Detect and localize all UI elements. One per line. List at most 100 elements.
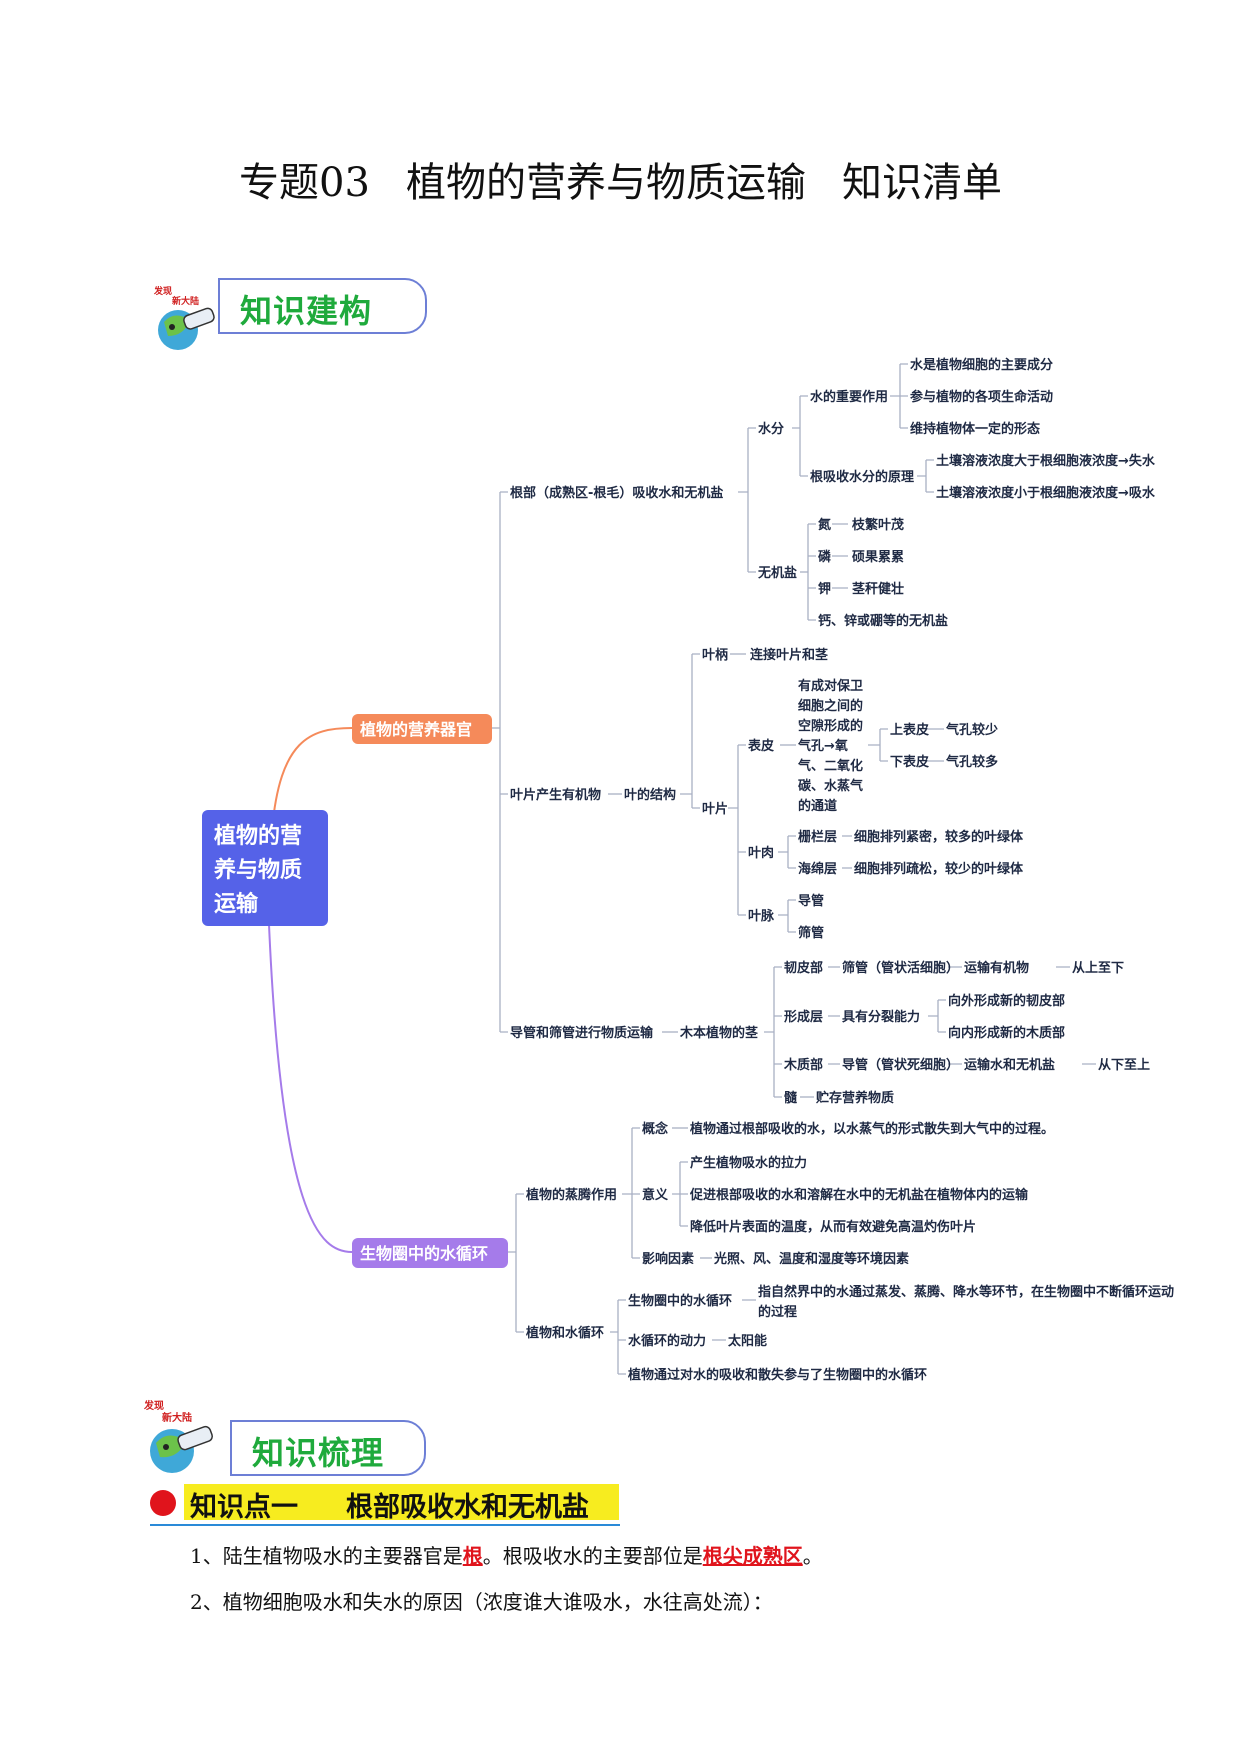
mm-water-role: 水的重要作用 xyxy=(810,389,888,405)
paragraph-2: 2、植物细胞吸水和失水的原因（浓度谁大谁吸水，水往高处流）： xyxy=(190,1590,773,1614)
mm-stoma-line-6: 碳、水蒸气 xyxy=(798,778,863,794)
mm-xylem-1: 导管（管状死细胞） xyxy=(842,1057,959,1073)
mm-cambium-2: 向外形成新的韧皮部 xyxy=(948,993,1065,1009)
svg-text:发现: 发现 xyxy=(143,1399,164,1412)
page-title: 专题03 植物的营养与物质运输知识清单 xyxy=(0,150,1241,208)
mm-bio-cycle: 生物圈中的水循环 xyxy=(628,1293,732,1309)
mm-bio-cycle-line-2: 的过程 xyxy=(758,1304,797,1320)
mm-woody-stem: 木本植物的茎 xyxy=(679,1025,758,1041)
mm-epidermis: 表皮 xyxy=(747,738,774,754)
paragraph-1-suffix: 。 xyxy=(802,1544,823,1568)
section-header-review: 知识梳理 xyxy=(230,1420,426,1476)
mm-bio-cycle-line-1: 指自然界中的水通过蒸发、蒸腾、降水等环节，在生物圈中不断循环运动 xyxy=(758,1284,1174,1300)
mind-map-root-box xyxy=(202,810,328,926)
underline-divider xyxy=(150,1524,620,1526)
mm-phosphorus-effect: 硕果累累 xyxy=(852,549,904,565)
mm-vein-vessel: 导管 xyxy=(798,893,824,909)
mm-water-role-1: 水是植物细胞的主要成分 xyxy=(910,357,1053,373)
mm-spongy: 海绵层 xyxy=(798,861,837,877)
mm-water-role-2: 参与植物的各项生命活动 xyxy=(910,389,1053,405)
mm-cambium: 形成层 xyxy=(784,1009,823,1025)
section-header-build: 知识建构 xyxy=(218,278,427,334)
mm-upper-epidermis-desc: 气孔较少 xyxy=(946,722,998,738)
section-header-build-label: 知识建构 xyxy=(240,292,373,330)
mm-petiole-desc: 连接叶片和茎 xyxy=(750,647,828,663)
mascot-telescope-icon: 发现 新大陆 xyxy=(153,285,215,350)
mind-map: 植物的营 养与物质 运输 植物的营养器官 生物圈中的水循环 根部（成熟区-根毛）… xyxy=(202,357,1174,1383)
mm-petiole: 叶柄 xyxy=(702,647,728,663)
mm-concept-desc: 植物通过根部吸收的水，以水蒸气的形式散失到大气中的过程。 xyxy=(689,1121,1054,1137)
mm-lower-epidermis-desc: 气孔较多 xyxy=(946,754,998,770)
mind-map-branch-water-cycle: 生物圈中的水循环 xyxy=(360,1244,488,1263)
mascot-telescope-icon-2: 发现 新大陆 xyxy=(143,1399,213,1473)
mm-xylem-3: 从下至上 xyxy=(1098,1058,1150,1073)
title-topic: 专题03 xyxy=(239,160,370,206)
mm-xylem-2: 运输水和无机盐 xyxy=(964,1057,1055,1073)
knowledge-point-topic: 根部吸收水和无机盐 xyxy=(346,1492,589,1523)
mm-leaf-structure: 叶的结构 xyxy=(624,787,676,803)
mm-stoma-line-4: 气孔→氧 xyxy=(798,738,848,754)
mm-vein-sieve: 筛管 xyxy=(798,925,824,941)
mm-concept: 概念 xyxy=(642,1121,668,1137)
mm-water: 水分 xyxy=(758,421,784,437)
mm-vein: 叶脉 xyxy=(748,908,775,924)
mm-factor-desc: 光照、风、温度和湿度等环境因素 xyxy=(713,1251,909,1267)
mm-power-desc: 太阳能 xyxy=(727,1333,767,1349)
mm-plant-part: 植物通过对水的吸收和散失参与了生物圈中的水循环 xyxy=(627,1367,927,1383)
mm-spongy-desc: 细胞排列疏松，较少的叶绿体 xyxy=(854,861,1024,877)
paragraph-1-mid: 。根吸收水的主要部位是 xyxy=(482,1544,703,1568)
mm-power: 水循环的动力 xyxy=(628,1333,706,1349)
mm-pith: 髓 xyxy=(784,1090,798,1106)
mm-meaning-3: 降低叶片表面的温度，从而有效避免高温灼伤叶片 xyxy=(690,1219,976,1235)
section-header-review-label: 知识梳理 xyxy=(252,1434,385,1472)
mm-bark-1: 筛管（管状活细胞） xyxy=(842,960,959,976)
title-subject: 植物的营养与物质运输 xyxy=(405,160,806,206)
svg-text:发现: 发现 xyxy=(153,285,172,297)
paragraph-1-key-zone: 根尖成熟区 xyxy=(702,1544,803,1568)
mind-map-branch-nutrition-box xyxy=(352,714,492,744)
knowledge-point-label: 知识点一 xyxy=(190,1492,298,1523)
mind-map-connectors xyxy=(267,363,1096,1375)
mm-meaning-2: 促进根部吸收的水和溶解在水中的无机盐在植物体内的运输 xyxy=(689,1187,1029,1203)
mm-factor: 影响因素 xyxy=(642,1251,694,1267)
mm-cambium-1: 具有分裂能力 xyxy=(842,1009,920,1025)
mm-principle-2: 土壤溶液浓度小于根细胞液浓度→吸水 xyxy=(936,485,1156,501)
svg-text:新大陆: 新大陆 xyxy=(172,295,199,307)
mm-stoma-line-5: 气、二氧化 xyxy=(798,758,863,774)
mm-meaning: 意义 xyxy=(642,1187,669,1203)
mm-stoma-line-1: 有成对保卫 xyxy=(798,678,863,694)
mm-stoma-line-3: 空隙形成的 xyxy=(798,718,863,734)
mind-map-root-line-2: 养与物质 xyxy=(213,857,302,883)
highlight-bar xyxy=(184,1484,619,1520)
mm-palisade: 栅栏层 xyxy=(798,829,837,845)
mm-palisade-desc: 细胞排列紧密，较多的叶绿体 xyxy=(854,829,1024,845)
mm-potassium-effect: 茎秆健壮 xyxy=(852,581,904,597)
mm-water-role-3: 维持植物体一定的形态 xyxy=(910,421,1040,437)
mind-map-root-line-1: 植物的营 xyxy=(214,823,302,849)
mm-stoma-line-2: 细胞之间的 xyxy=(798,698,863,714)
bullet-dot-icon xyxy=(150,1490,176,1516)
mind-map-branch-nutrition: 植物的营养器官 xyxy=(359,720,472,739)
mm-bark-2: 运输有机物 xyxy=(964,960,1029,976)
mm-bark: 韧皮部 xyxy=(784,960,823,976)
mm-cambium-3: 向内形成新的木质部 xyxy=(948,1025,1065,1041)
knowledge-point-banner: 知识点一 根部吸收水和无机盐 xyxy=(150,1480,620,1526)
mm-mineral: 无机盐 xyxy=(757,565,797,581)
mm-nitrogen-effect: 枝繁叶茂 xyxy=(851,517,904,533)
mm-xylem: 木质部 xyxy=(783,1057,823,1073)
mm-phosphorus: 磷 xyxy=(818,549,832,565)
mm-lower-epidermis: 下表皮 xyxy=(890,754,929,770)
mm-principle: 根吸收水分的原理 xyxy=(810,469,914,485)
mm-bark-3: 从上至下 xyxy=(1072,961,1124,976)
svg-text:新大陆: 新大陆 xyxy=(162,1411,192,1424)
paragraph-1-key-root: 根 xyxy=(462,1544,483,1568)
mm-principle-1: 土壤溶液浓度大于根细胞液浓度→失水 xyxy=(936,453,1156,469)
mm-pith-1: 贮存营养物质 xyxy=(815,1090,894,1106)
mm-plant-cycle: 植物和水循环 xyxy=(525,1325,604,1341)
mm-other-minerals: 钙、锌或硼等的无机盐 xyxy=(818,613,948,629)
mm-mesophyll: 叶肉 xyxy=(748,845,774,861)
paragraph-1: 1、陆生植物吸水的主要器官是根。根吸收水的主要部位是根尖成熟区。 xyxy=(190,1540,823,1569)
mm-meaning-1: 产生植物吸水的拉力 xyxy=(690,1155,807,1171)
mm-leaf-organic: 叶片产生有机物 xyxy=(510,787,601,803)
title-suffix: 知识清单 xyxy=(841,160,1002,206)
